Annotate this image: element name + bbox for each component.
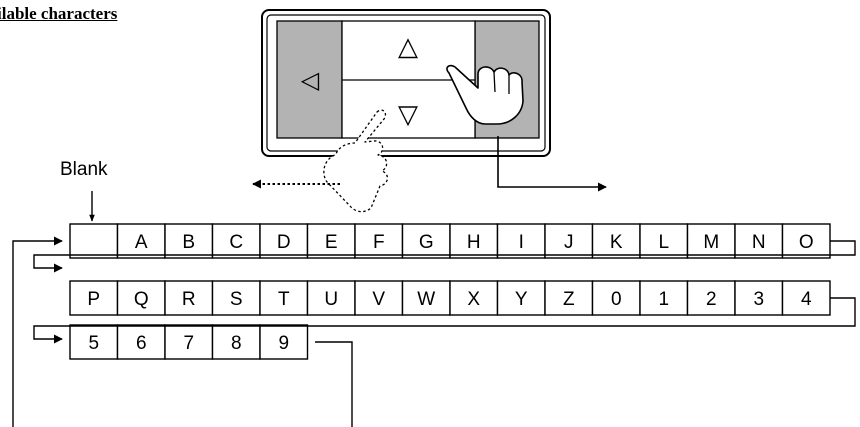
char-label: 9	[278, 333, 289, 354]
char-cell: C	[211, 223, 261, 259]
left-shade-area	[276, 20, 343, 139]
char-label: U	[324, 289, 338, 310]
char-label: B	[182, 232, 195, 253]
char-label: 4	[801, 289, 812, 310]
down-button[interactable]: ▽	[398, 99, 418, 129]
display-panel: △ ▽ ◁	[261, 9, 551, 157]
char-label: 5	[88, 333, 99, 354]
char-label: R	[182, 289, 196, 310]
char-cell: Z	[544, 280, 594, 316]
char-cell-blank	[69, 223, 119, 259]
char-label: M	[703, 232, 719, 253]
char-cell: V	[354, 280, 404, 316]
char-label: E	[325, 232, 338, 253]
char-cell: 5	[69, 324, 119, 360]
char-label: P	[87, 289, 100, 310]
char-label: K	[610, 232, 623, 253]
hand-pointer-icon	[446, 64, 524, 125]
char-label: D	[277, 232, 291, 253]
char-label: G	[419, 232, 434, 253]
char-label: V	[372, 289, 385, 310]
char-label: 8	[231, 333, 242, 354]
char-label: F	[373, 232, 385, 253]
char-label: C	[229, 232, 243, 253]
char-label: L	[658, 232, 669, 253]
char-cell: I	[496, 223, 546, 259]
left-button[interactable]: ◁	[301, 67, 320, 94]
char-label: T	[278, 289, 290, 310]
char-label: J	[564, 232, 574, 253]
char-cell: N	[734, 223, 784, 259]
right-scroll-arrow	[497, 136, 607, 192]
char-label: H	[467, 232, 481, 253]
char-label: 7	[183, 333, 194, 354]
char-label: X	[467, 289, 480, 310]
char-cell: X	[449, 280, 499, 316]
char-cell: D	[259, 223, 309, 259]
char-cell: W	[401, 280, 451, 316]
char-cell: 7	[164, 324, 214, 360]
char-label: 1	[658, 289, 669, 310]
char-cell: 0	[591, 280, 641, 316]
char-label: 3	[753, 289, 764, 310]
char-cell: 9	[259, 324, 309, 360]
char-cell: 6	[116, 324, 166, 360]
row-connectors	[12, 236, 856, 427]
char-cell: Y	[496, 280, 546, 316]
char-label: N	[752, 232, 766, 253]
char-cell: M	[686, 223, 736, 259]
char-cell: G	[401, 223, 451, 259]
char-label: S	[230, 289, 243, 310]
char-label: Y	[515, 289, 528, 310]
char-cell: J	[544, 223, 594, 259]
char-cell: 3	[734, 280, 784, 316]
char-cell: U	[306, 280, 356, 316]
char-cell: R	[164, 280, 214, 316]
char-label: W	[417, 289, 435, 310]
char-label: 2	[706, 289, 717, 310]
char-cell: S	[211, 280, 261, 316]
char-cell: H	[449, 223, 499, 259]
up-button[interactable]: △	[398, 31, 418, 61]
char-cell: K	[591, 223, 641, 259]
char-cell: T	[259, 280, 309, 316]
char-cell: 4	[781, 280, 831, 316]
char-cell: L	[639, 223, 689, 259]
char-cell: A	[116, 223, 166, 259]
char-label: Q	[134, 289, 149, 310]
char-label: O	[799, 232, 814, 253]
char-cell: B	[164, 223, 214, 259]
char-cell: F	[354, 223, 404, 259]
char-label: 6	[136, 333, 147, 354]
char-cell: 1	[639, 280, 689, 316]
char-cell: E	[306, 223, 356, 259]
char-label: A	[135, 232, 148, 253]
character-grid: A B C D E F G H I J K L M N O P Q R S T U V W X Y Z 0 1 2 3 4 5 6 7 8 9	[69, 223, 831, 360]
char-cell: Q	[116, 280, 166, 316]
blank-label: Blank	[60, 159, 108, 180]
swipe-hand-icon	[323, 109, 389, 213]
section-heading: ilable characters	[0, 4, 118, 23]
char-label: I	[519, 232, 524, 253]
char-cell: P	[69, 280, 119, 316]
char-label: 0	[611, 289, 622, 310]
char-cell: O	[781, 223, 831, 259]
char-cell: 8	[211, 324, 261, 360]
char-cell: 2	[686, 280, 736, 316]
char-label: Z	[563, 289, 575, 310]
